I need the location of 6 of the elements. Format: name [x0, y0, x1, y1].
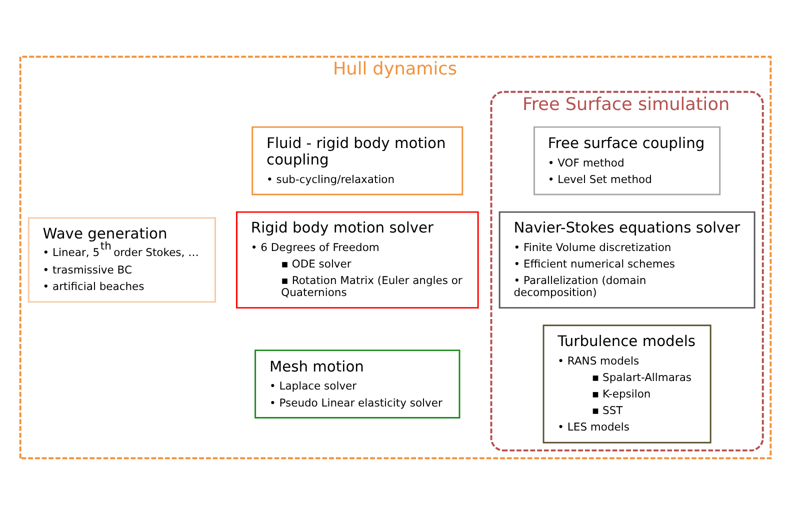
node-box: Fluid - rigid body motion coupling • sub-cycling/relaxation: [252, 126, 464, 196]
node-box: Rigid body motion solver • 6 Degrees of Freedom ▪ ODE solver ▪ Rotation Matrix (Euler angles or Quaternions: [236, 211, 479, 309]
node-box: Free surface coupling • VOF method • Level Set method: [534, 126, 721, 196]
node-box: Mesh motion • Laplace solver • Pseudo Linear elasticity solver: [254, 350, 460, 418]
node-box: Navier-Stokes equations solver • Finite Volume discretization • Efficient numerical schemes • Parallelization (domain decomposition): [498, 211, 756, 309]
node-box: Turbulence models • RANS models ▪ Spalart-Allmaras ▪ K-epsilon ▪ SST • LES models: [542, 324, 712, 444]
